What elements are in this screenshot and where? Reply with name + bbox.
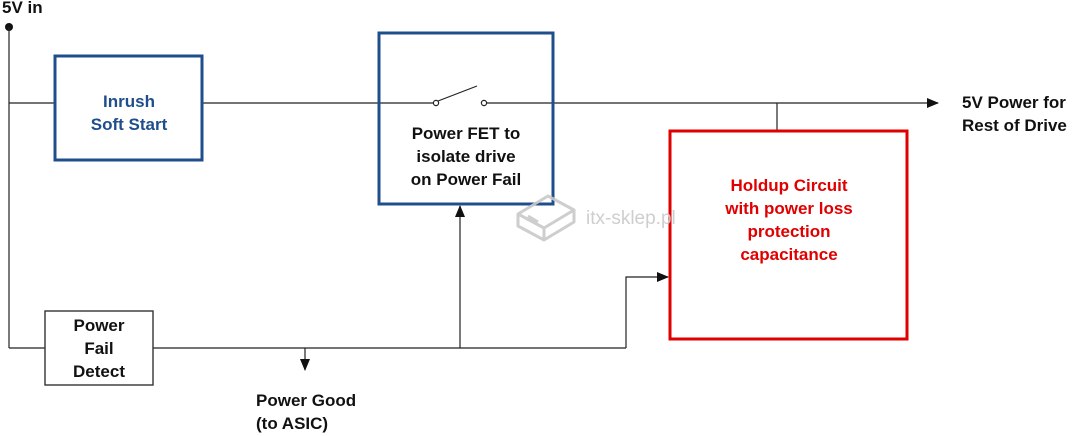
wires <box>8 27 939 371</box>
watermark-text: itx-sklep.pl <box>586 208 676 229</box>
holdup-line-3: protection <box>747 222 830 241</box>
switch-icon <box>432 85 488 107</box>
output-label: 5V Power for Rest of Drive <box>962 93 1067 135</box>
power-good-line-2: (to ASIC) <box>256 414 328 433</box>
server-box-icon <box>516 194 576 242</box>
watermark: itx-sklep.pl <box>516 194 676 242</box>
holdup-control-wire <box>625 272 669 348</box>
pfd-line-1: Power <box>73 316 124 335</box>
power-fet-line-2: isolate drive <box>416 147 515 166</box>
input-label: 5V in <box>2 0 43 17</box>
inrush-line-1: Inrush <box>103 92 155 111</box>
holdup-line-4: capacitance <box>740 245 837 264</box>
power-good-label: Power Good (to ASIC) <box>256 391 356 433</box>
inrush-line-2: Soft Start <box>91 115 168 134</box>
output-label-line-2: Rest of Drive <box>962 116 1067 135</box>
pfd-line-2: Fail <box>84 339 113 358</box>
output-label-line-1: 5V Power for <box>962 93 1066 112</box>
power-fail-detect-block: Power Fail Detect <box>44 310 154 386</box>
input-node: 5V in <box>2 0 43 31</box>
holdup-circuit-block: Holdup Circuit with power loss protectio… <box>668 129 909 341</box>
inrush-soft-start-block: Inrush Soft Start <box>53 54 204 162</box>
holdup-line-1: Holdup Circuit <box>730 176 847 195</box>
power-fet-block: Power FET to isolate drive on Power Fail <box>377 31 555 206</box>
power-fet-line-3: on Power Fail <box>411 170 522 189</box>
power-fet-line-1: Power FET to <box>412 124 521 143</box>
power-good-line-1: Power Good <box>256 391 356 410</box>
pfd-line-3: Detect <box>73 362 125 381</box>
holdup-line-2: with power loss <box>724 199 853 218</box>
